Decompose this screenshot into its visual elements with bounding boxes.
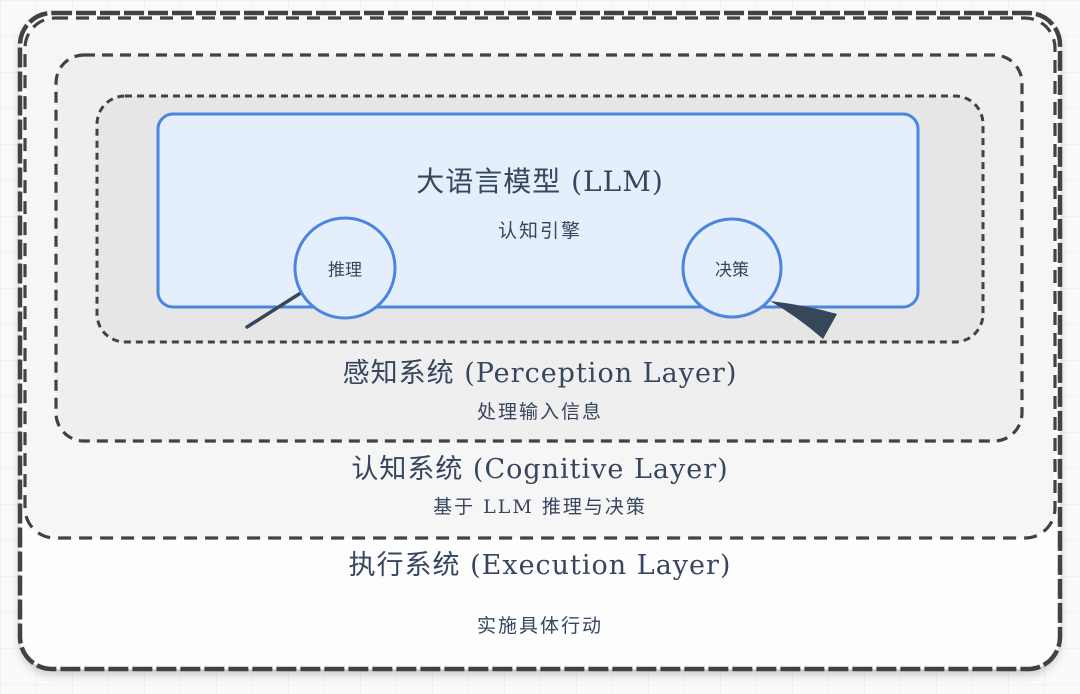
execution-layer-subtitle: 实施具体行动 xyxy=(476,615,604,637)
reasoning-node-circle xyxy=(293,216,397,320)
decision-node-label: 决策 xyxy=(715,260,749,281)
llm-box xyxy=(156,112,920,309)
cognitive-layer-title: 认知系统 (Cognitive Layer) xyxy=(351,454,729,485)
reasoning-connector-line xyxy=(245,287,309,329)
llm-subtitle: 认知引擎 xyxy=(497,220,583,242)
decision-node-circle xyxy=(681,217,783,319)
perception-layer-title: 感知系统 (Perception Layer) xyxy=(342,358,738,389)
perception-layer-subtitle: 处理输入信息 xyxy=(476,401,604,423)
execution-layer-title: 执行系统 (Execution Layer) xyxy=(348,550,732,581)
llm-title: 大语言模型 (LLM) xyxy=(416,165,664,198)
reasoning-node-label: 推理 xyxy=(328,260,362,281)
cognitive-layer-subtitle: 基于 LLM 推理与决策 xyxy=(433,496,647,518)
decision-arrowhead-icon xyxy=(770,301,837,339)
